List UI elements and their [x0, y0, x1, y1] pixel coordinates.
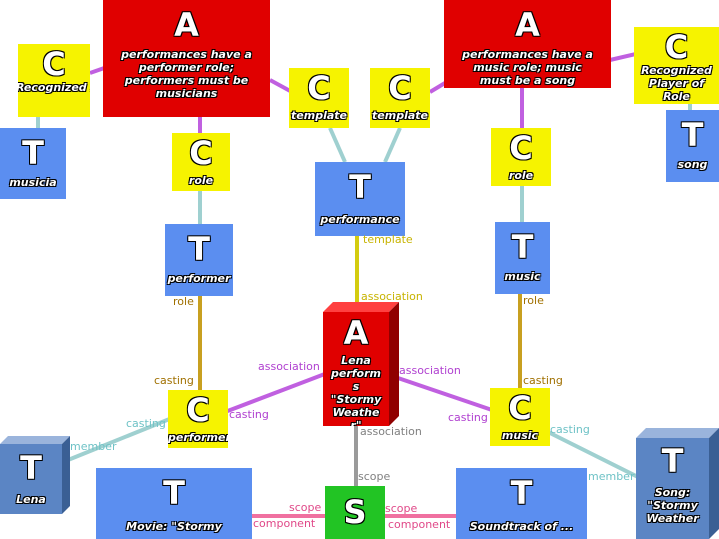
box-3d-shape	[636, 428, 719, 539]
node-letter: A	[343, 314, 369, 352]
class-node-role-right[interactable]: C role	[491, 128, 551, 186]
link-song-music	[547, 430, 641, 480]
label-member-right: member	[588, 470, 635, 483]
node-text: Song: "Stormy Weather	[646, 486, 699, 525]
node-letter: T	[349, 168, 371, 206]
node-text: template	[372, 109, 428, 122]
node-letter: T	[661, 442, 684, 480]
label-association-right: association	[399, 364, 461, 377]
node-letter: C	[388, 69, 412, 107]
link-assoc-music	[397, 376, 493, 412]
box-3d-shape	[323, 302, 399, 426]
assoc-node-lena-face: A Lena perform s "Stormy Weathe r"	[323, 312, 389, 426]
label-member-left: member	[70, 440, 117, 453]
label-casting-left-upper: casting	[154, 374, 194, 387]
assoc-node-lena-performs[interactable]: A Lena perform s "Stormy Weathe r"	[323, 302, 399, 426]
node-letter: S	[343, 493, 367, 531]
node-text: performances have a music role; music mu…	[462, 48, 593, 87]
node-text: musicia	[9, 176, 57, 189]
node-letter: T	[20, 449, 42, 487]
node-letter: C	[509, 129, 533, 167]
node-text: Lena	[16, 493, 46, 506]
label-association-left: association	[258, 360, 320, 373]
node-text: Recognized Player of Rol	[18, 81, 90, 94]
scope-node[interactable]: S	[325, 486, 385, 539]
class-node-recognized-right[interactable]: C Recognized Player of Role	[634, 27, 719, 104]
label-casting-left-side: casting	[229, 408, 269, 421]
node-letter: C	[508, 389, 532, 427]
node-letter: C	[664, 28, 689, 66]
topic-node-music[interactable]: T music	[495, 222, 550, 294]
node-letter: T	[510, 474, 533, 512]
node-letter: T	[511, 228, 534, 266]
label-template: template	[363, 233, 413, 246]
node-letter: A	[174, 6, 199, 44]
topic-node-movie[interactable]: T Movie: "Stormy	[96, 468, 252, 539]
label-casting-right-side: casting	[448, 411, 488, 424]
node-text: music	[501, 429, 539, 442]
node-text: performer	[167, 272, 231, 285]
node-text: performance	[320, 213, 400, 226]
class-node-role-left[interactable]: C role	[172, 133, 230, 191]
node-text: music	[504, 270, 541, 283]
topic-node-lena-face: T Lena	[0, 444, 62, 514]
label-component-left: component	[253, 517, 316, 530]
topic-node-lena[interactable]: T Lena	[0, 436, 70, 514]
link-template-performance-r	[383, 127, 402, 163]
node-text: performances have a performer role; perf…	[121, 48, 252, 100]
node-letter: T	[188, 230, 210, 268]
class-node-music[interactable]: C music	[490, 388, 550, 446]
node-letter: C	[307, 69, 331, 107]
label-role-left: role	[173, 295, 194, 308]
topic-node-song-face: T Song: "Stormy Weather	[636, 438, 709, 539]
assoc-node-performer-rule[interactable]: A performances have a performer role; pe…	[103, 0, 270, 117]
link-template-performance-l	[328, 127, 347, 163]
link-lena-performer	[67, 416, 173, 462]
topic-node-musician[interactable]: T musicia	[0, 128, 66, 199]
node-letter: A	[515, 6, 540, 44]
link-a-right-rec	[609, 52, 637, 62]
node-letter: C	[42, 45, 66, 83]
topic-node-song-stormy[interactable]: T Song: "Stormy Weather	[636, 428, 719, 539]
node-text: Lena perform s "Stormy Weathe r"	[330, 354, 382, 426]
label-casting-right-lower: casting	[550, 423, 590, 436]
label-scope-center: scope	[358, 470, 391, 483]
topic-node-soundtrack[interactable]: T Soundtrack of ...	[456, 468, 587, 539]
label-scope-right: scope	[385, 502, 418, 515]
link-assoc-performer	[224, 370, 331, 414]
node-text: template	[291, 109, 347, 122]
link-a-left-template	[269, 78, 293, 94]
label-component-right: component	[388, 518, 451, 531]
label-casting-left-lower: casting	[126, 417, 166, 430]
node-letter: C	[189, 134, 213, 172]
class-node-template-left[interactable]: C template	[289, 68, 349, 128]
topic-node-performance[interactable]: T performance	[315, 162, 405, 236]
node-text: performer	[168, 431, 228, 444]
label-casting-right-upper: casting	[523, 374, 563, 387]
node-text: role	[508, 169, 534, 182]
label-association-top: association	[361, 290, 423, 303]
label-scope-left: scope	[289, 501, 322, 514]
node-text: Movie: "Stormy	[126, 520, 222, 533]
label-role-right: role	[523, 294, 544, 307]
label-association-lower: association	[360, 425, 422, 438]
node-letter: T	[22, 134, 44, 172]
node-text: song	[677, 158, 708, 171]
topic-node-song[interactable]: T song	[666, 110, 719, 182]
class-node-recognized-left[interactable]: C Recognized Player of Rol	[18, 44, 90, 117]
class-node-template-right[interactable]: C template	[370, 68, 430, 128]
assoc-node-music-rule[interactable]: A performances have a music role; music …	[444, 0, 611, 88]
topic-node-performer[interactable]: T performer	[165, 224, 233, 296]
box-3d-shape	[0, 436, 70, 514]
node-letter: T	[163, 474, 185, 512]
node-letter: T	[681, 116, 704, 154]
class-node-performer[interactable]: C performer	[168, 390, 228, 448]
node-letter: C	[186, 391, 210, 429]
node-text: role	[188, 174, 214, 187]
node-text: Recognized Player of Role	[641, 64, 712, 103]
node-text: Soundtrack of ...	[469, 520, 574, 533]
